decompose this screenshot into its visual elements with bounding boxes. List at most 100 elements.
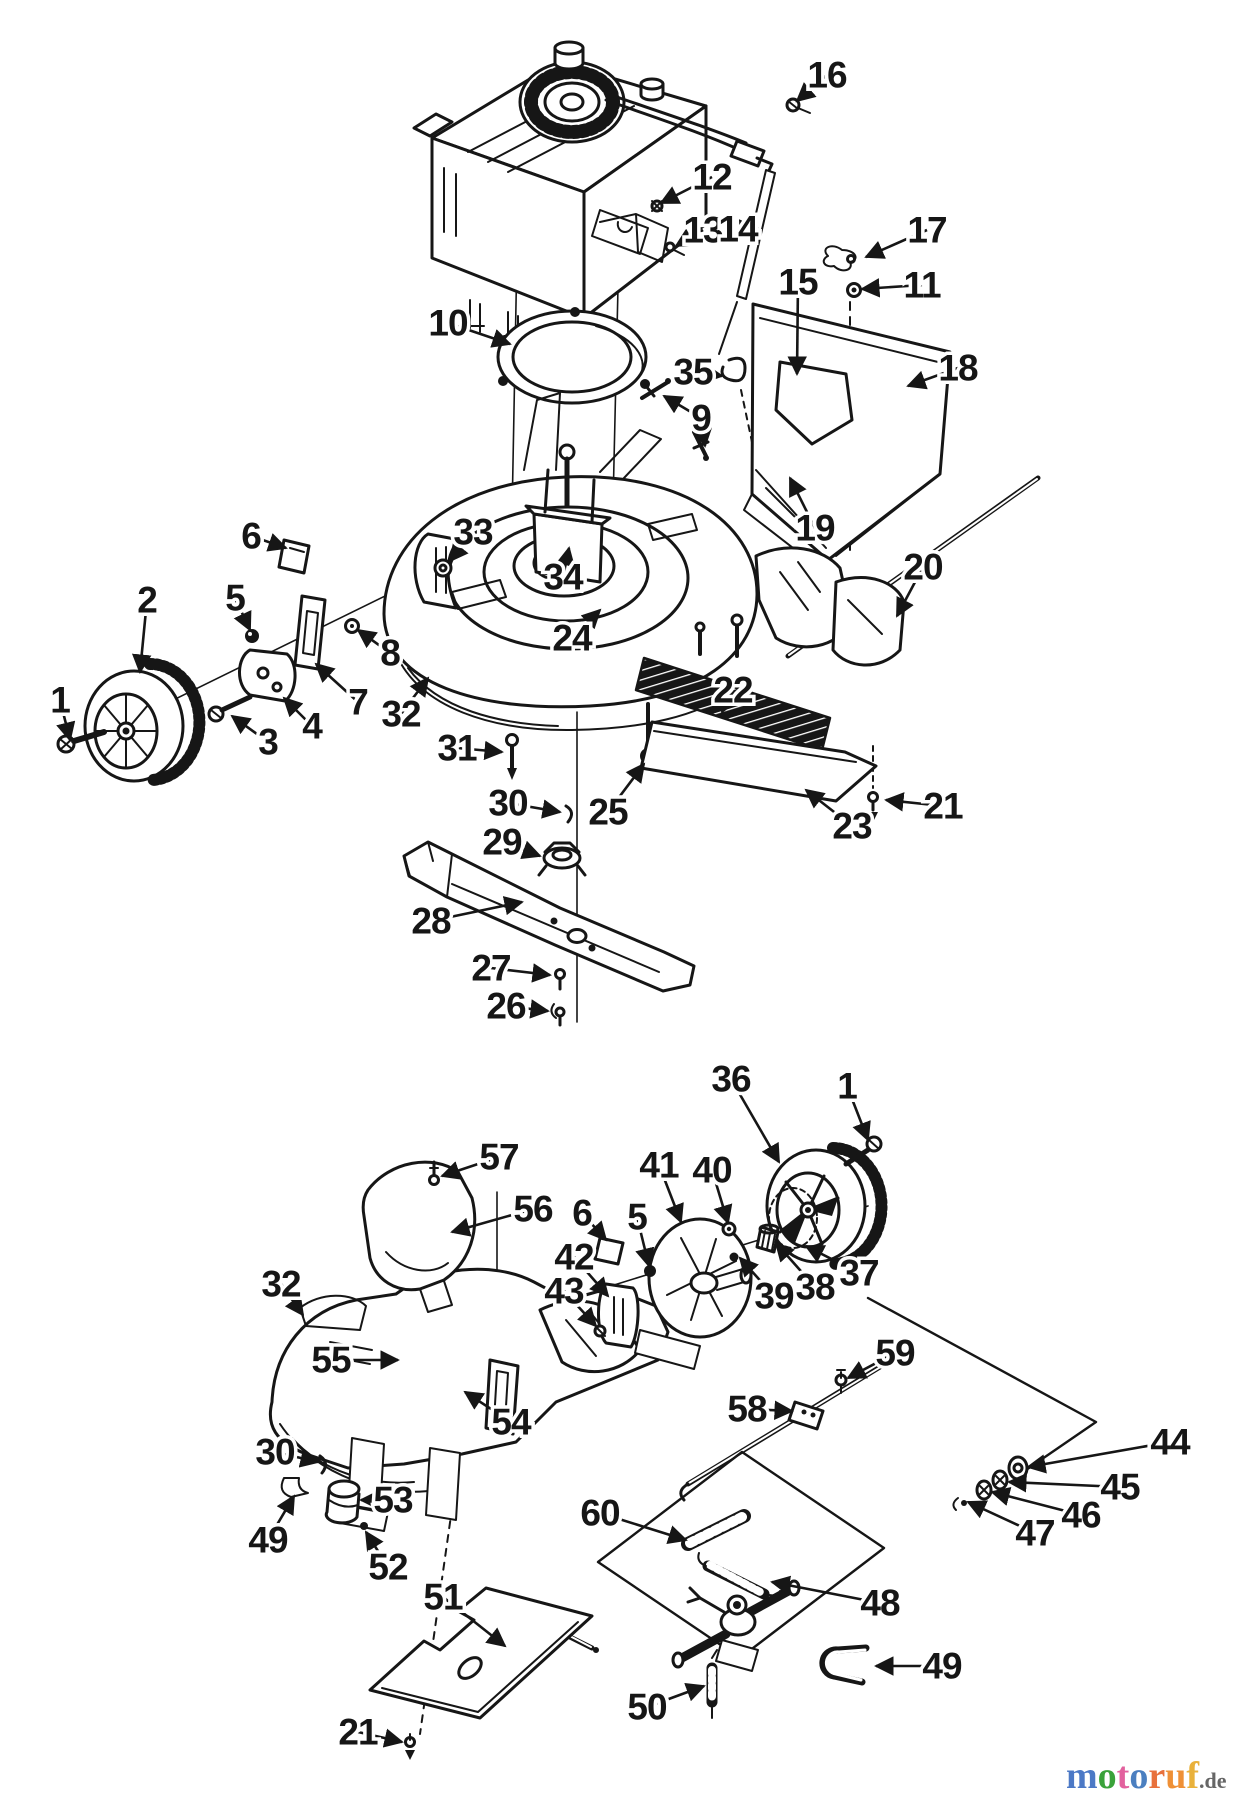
leader-line-56 bbox=[450, 1207, 534, 1237]
part-label-45: 45 bbox=[1100, 1467, 1140, 1508]
leader-line-41 bbox=[657, 1164, 684, 1224]
part-label-7: 7 bbox=[348, 682, 368, 723]
part-label-25: 25 bbox=[588, 792, 628, 833]
wing-nut-17 bbox=[822, 245, 857, 272]
u-bolt-49 bbox=[819, 1644, 870, 1686]
nut-5 bbox=[245, 629, 259, 643]
part-label-50: 50 bbox=[627, 1687, 667, 1728]
part-label-17: 17 bbox=[907, 210, 946, 251]
leader-line-42 bbox=[573, 1256, 610, 1298]
blade-nut-29 bbox=[537, 841, 587, 877]
part-label-4: 4 bbox=[302, 706, 323, 747]
leader-line-58 bbox=[746, 1400, 794, 1420]
leader-line-44 bbox=[1026, 1440, 1171, 1474]
leader-line-31 bbox=[456, 740, 504, 761]
leader-line-20 bbox=[895, 566, 925, 618]
leader-line-59 bbox=[846, 1351, 896, 1380]
part-label-26: 26 bbox=[486, 986, 526, 1027]
part-label-46: 46 bbox=[1061, 1495, 1101, 1536]
washer-40 bbox=[721, 1221, 737, 1237]
part-label-51: 51 bbox=[423, 1577, 463, 1618]
bolt-13 bbox=[664, 241, 685, 256]
bushing-53 bbox=[324, 1479, 361, 1525]
leader-line-7 bbox=[314, 662, 359, 703]
leader-line-38 bbox=[774, 1241, 816, 1288]
leader-line-19 bbox=[788, 476, 817, 529]
part-label-32: 32 bbox=[381, 694, 421, 735]
bracket-42 bbox=[597, 1282, 640, 1349]
leader-line-22 bbox=[720, 689, 739, 714]
part-label-23: 23 bbox=[832, 806, 872, 847]
part-label-27: 27 bbox=[471, 948, 510, 989]
leader-line-24 bbox=[571, 608, 602, 639]
leader-line-8 bbox=[356, 628, 391, 655]
part-label-52: 52 bbox=[368, 1547, 408, 1588]
leader-line-35 bbox=[692, 363, 724, 384]
leader-line-13 bbox=[674, 228, 704, 248]
spring-50 bbox=[706, 1649, 718, 1719]
leader-line-9 bbox=[692, 417, 713, 448]
detail-panel bbox=[596, 1450, 886, 1660]
part-label-42: 42 bbox=[554, 1237, 594, 1278]
part-label-3: 3 bbox=[258, 722, 278, 763]
washer-8 bbox=[344, 618, 360, 634]
part-label-21: 21 bbox=[338, 1712, 378, 1753]
wheel-bracket-4 bbox=[238, 648, 297, 703]
part-label-41: 41 bbox=[639, 1145, 679, 1186]
part-label-39: 39 bbox=[754, 1276, 794, 1317]
rear-wheel bbox=[765, 1142, 888, 1270]
slide-plate-7 bbox=[293, 594, 327, 671]
part-label-24: 24 bbox=[552, 618, 593, 659]
part-label-44: 44 bbox=[1150, 1422, 1191, 1463]
part-label-15: 15 bbox=[778, 262, 818, 303]
leader-line-33 bbox=[448, 531, 475, 563]
screw-16 bbox=[785, 97, 811, 114]
leader-line-28 bbox=[430, 896, 524, 923]
baffle-56 bbox=[361, 1160, 477, 1313]
watermark-logo: motoruf.de bbox=[1066, 1755, 1227, 1797]
spring-48 bbox=[697, 1552, 781, 1600]
leader-line-23 bbox=[804, 788, 853, 828]
leader-line-21 bbox=[357, 1728, 404, 1748]
grommet-33 bbox=[433, 558, 453, 578]
watermark-logo-suffix: .de bbox=[1199, 1768, 1227, 1793]
screw-21b bbox=[404, 1733, 416, 1760]
leader-line-5 bbox=[635, 1216, 655, 1268]
part-label-40: 40 bbox=[692, 1150, 732, 1191]
leader-line-10 bbox=[447, 321, 512, 348]
leader-line-6 bbox=[581, 1212, 608, 1242]
leader-line-1 bbox=[845, 1085, 871, 1142]
leader-line-37 bbox=[804, 1244, 860, 1275]
leader-line-14 bbox=[737, 219, 759, 239]
oil-cap bbox=[639, 77, 665, 102]
leader-line-9 bbox=[662, 394, 702, 420]
part-label-49: 49 bbox=[922, 1646, 962, 1687]
part-label-58: 58 bbox=[727, 1389, 767, 1430]
leader-line-51 bbox=[442, 1595, 507, 1648]
part-label-36: 36 bbox=[711, 1059, 751, 1100]
part-label-29: 29 bbox=[482, 822, 522, 863]
part-label-28: 28 bbox=[411, 901, 451, 942]
part-label-38: 38 bbox=[795, 1267, 835, 1308]
screw-52 bbox=[360, 1522, 368, 1530]
part-label-6: 6 bbox=[572, 1193, 592, 1234]
leader-line-52 bbox=[364, 1530, 390, 1568]
right-deck-brackets bbox=[754, 546, 906, 667]
gasket bbox=[496, 307, 650, 405]
screw-59 bbox=[834, 1369, 848, 1394]
part-label-31: 31 bbox=[437, 728, 477, 769]
part-label-6: 6 bbox=[241, 516, 261, 557]
leader-line-40 bbox=[710, 1169, 733, 1225]
nut-5b bbox=[644, 1265, 656, 1277]
leader-line-27 bbox=[490, 963, 552, 983]
part-label-22: 22 bbox=[713, 670, 753, 711]
engine bbox=[412, 40, 708, 343]
leader-line-57 bbox=[440, 1155, 500, 1180]
bolt-3 bbox=[207, 694, 253, 723]
leader-line-21 bbox=[884, 792, 944, 812]
part-label-34: 34 bbox=[543, 557, 584, 598]
blade bbox=[402, 840, 696, 993]
nut-11 bbox=[846, 282, 862, 298]
